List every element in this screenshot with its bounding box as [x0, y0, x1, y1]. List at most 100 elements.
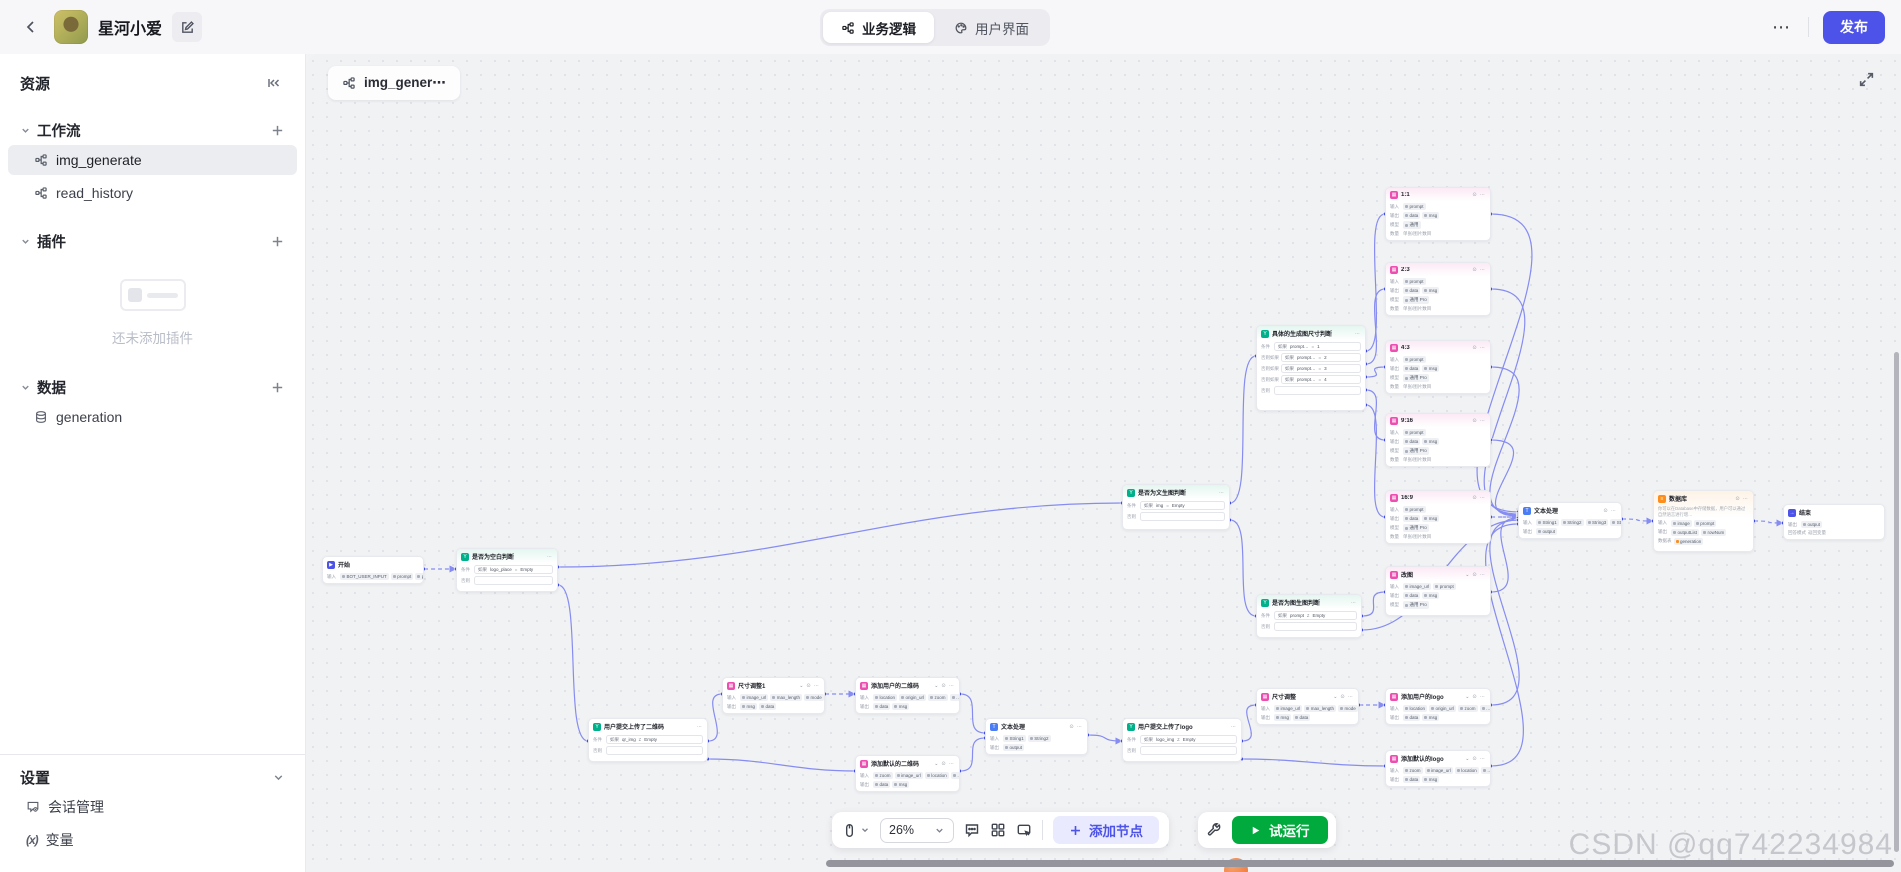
test-run-button[interactable]: 试运行 — [1232, 816, 1328, 844]
add-node-button[interactable]: 添加节点 — [1053, 816, 1159, 844]
chevron-down-icon[interactable] — [20, 382, 31, 393]
chevron-down-icon[interactable] — [20, 236, 31, 247]
section-add-button[interactable] — [270, 123, 285, 138]
sidebar-item-generation[interactable]: generation — [8, 402, 297, 432]
back-button[interactable] — [18, 14, 44, 40]
node-actions[interactable]: ⊙ ⋯ — [1472, 571, 1486, 578]
flow-edge[interactable] — [1365, 288, 1386, 365]
flow-edge[interactable] — [1241, 758, 1386, 767]
node-actions[interactable]: ⊙ ⋯ — [1340, 693, 1354, 700]
collapse-node-icon[interactable]: ⌄ — [934, 760, 939, 767]
flow-node-start[interactable]: ▶开始输入BOT_USER_INPUTpromptpro… — [322, 556, 424, 584]
vertical-scrollbar[interactable] — [1894, 352, 1899, 852]
node-actions[interactable]: ⊙ ⋯ — [1472, 345, 1486, 351]
collapse-node-icon[interactable]: ⌄ — [799, 682, 804, 689]
select-area-button[interactable] — [1016, 822, 1032, 838]
flow-edge[interactable] — [1229, 519, 1257, 617]
flow-edge[interactable] — [1753, 519, 1784, 527]
node-actions[interactable]: ⋯ — [1219, 489, 1225, 496]
flow-edge[interactable] — [1087, 734, 1123, 745]
collapse-node-icon[interactable]: ⌄ — [934, 682, 939, 689]
pointer-mode-button[interactable] — [842, 823, 870, 838]
node-actions[interactable]: ⋯ — [697, 723, 703, 730]
section-add-button[interactable] — [270, 380, 285, 395]
flow-edge[interactable] — [1365, 404, 1386, 518]
node-actions[interactable]: ⋯ — [547, 553, 553, 560]
flow-edge[interactable] — [1490, 439, 1519, 517]
fullscreen-button[interactable] — [1853, 66, 1879, 92]
comment-button[interactable] — [964, 822, 980, 838]
node-actions[interactable]: ⊙ ⋯ — [1472, 267, 1486, 273]
flow-node-add_user_qr[interactable]: ▦添加用户的二维码⌄⊙ ⋯输入locationorigin_urlzoom…输出… — [855, 677, 960, 714]
settings-item-会话管理[interactable]: 会话管理 — [8, 792, 297, 822]
flow-edge[interactable] — [1365, 366, 1386, 378]
flow-edge[interactable] — [1229, 355, 1257, 504]
collapse-node-icon[interactable]: ⌄ — [1333, 693, 1338, 700]
flow-edge[interactable] — [959, 737, 986, 772]
node-actions[interactable]: ⊙ ⋯ — [1069, 723, 1083, 730]
publish-button[interactable]: 发布 — [1823, 10, 1885, 44]
flow-edge[interactable] — [1241, 704, 1257, 742]
node-actions[interactable]: ⊙ ⋯ — [806, 682, 820, 689]
node-actions[interactable]: ⊙ ⋯ — [1735, 495, 1749, 502]
node-actions[interactable]: ⋯ — [1231, 723, 1237, 730]
flow-edge[interactable] — [1365, 213, 1386, 352]
chevron-down-icon[interactable] — [20, 125, 31, 136]
flow-node-add_def_logo[interactable]: ▦添加默认的logo⌄⊙ ⋯输入zoomimage_urllocation…输出… — [1385, 750, 1491, 787]
flow-edge[interactable] — [1361, 591, 1386, 617]
flow-edge[interactable] — [959, 693, 986, 734]
flow-node-add_def_qr[interactable]: ▦添加默认的二维码⌄⊙ ⋯输入zoomimage_urllocation…输出d… — [855, 755, 960, 792]
node-actions[interactable]: ⋯ — [1355, 330, 1361, 337]
sidebar-item-read_history[interactable]: read_history — [8, 178, 297, 208]
node-actions[interactable]: ⋯ — [1351, 599, 1357, 606]
horizontal-scrollbar[interactable] — [826, 860, 1894, 867]
workflow-tab[interactable]: img_gener⋯ — [328, 66, 460, 100]
section-add-button[interactable] — [270, 234, 285, 249]
node-actions[interactable]: ⊙ ⋯ — [1472, 495, 1486, 501]
settings-item-变量[interactable]: (x)变量 — [8, 825, 297, 855]
tab-business-logic[interactable]: 业务逻辑 — [823, 12, 934, 43]
node-actions[interactable]: ⊙ ⋯ — [1472, 693, 1486, 700]
rename-app-button[interactable] — [172, 12, 203, 42]
flow-edge[interactable] — [557, 584, 589, 742]
flow-edge[interactable] — [1483, 288, 1526, 515]
flow-edge[interactable] — [1489, 366, 1520, 516]
tab-user-interface[interactable]: 用户界面 — [936, 12, 1047, 43]
flow-node-database[interactable]: ≡数据库⊙ ⋯你可以在Database中存储数据，用户可以通过自然语言进行增…输… — [1653, 490, 1754, 552]
collapse-node-icon[interactable]: ⌄ — [1465, 693, 1470, 700]
debug-tools-button[interactable] — [1206, 822, 1222, 838]
node-actions[interactable]: ⊙ ⋯ — [941, 682, 955, 689]
sidebar-item-img_generate[interactable]: img_generate — [8, 145, 297, 175]
node-actions[interactable]: ⊙ ⋯ — [1472, 418, 1486, 424]
auto-layout-button[interactable] — [990, 822, 1006, 838]
node-actions[interactable]: ⊙ ⋯ — [941, 760, 955, 767]
flow-edge[interactable] — [1365, 389, 1386, 441]
node-actions[interactable]: ⊙ ⋯ — [1603, 507, 1617, 514]
flow-edge[interactable] — [557, 502, 1123, 568]
zoom-select[interactable]: 26% — [880, 817, 954, 843]
chevron-down-icon[interactable] — [272, 771, 285, 784]
flow-edge[interactable] — [707, 693, 723, 742]
flow-edge[interactable] — [707, 758, 856, 772]
flow-edge[interactable] — [1489, 519, 1520, 706]
collapse-sidebar-button[interactable] — [263, 72, 285, 94]
more-button[interactable]: ⋯ — [1772, 16, 1790, 37]
collapse-node-icon[interactable]: ⌄ — [1465, 755, 1470, 762]
